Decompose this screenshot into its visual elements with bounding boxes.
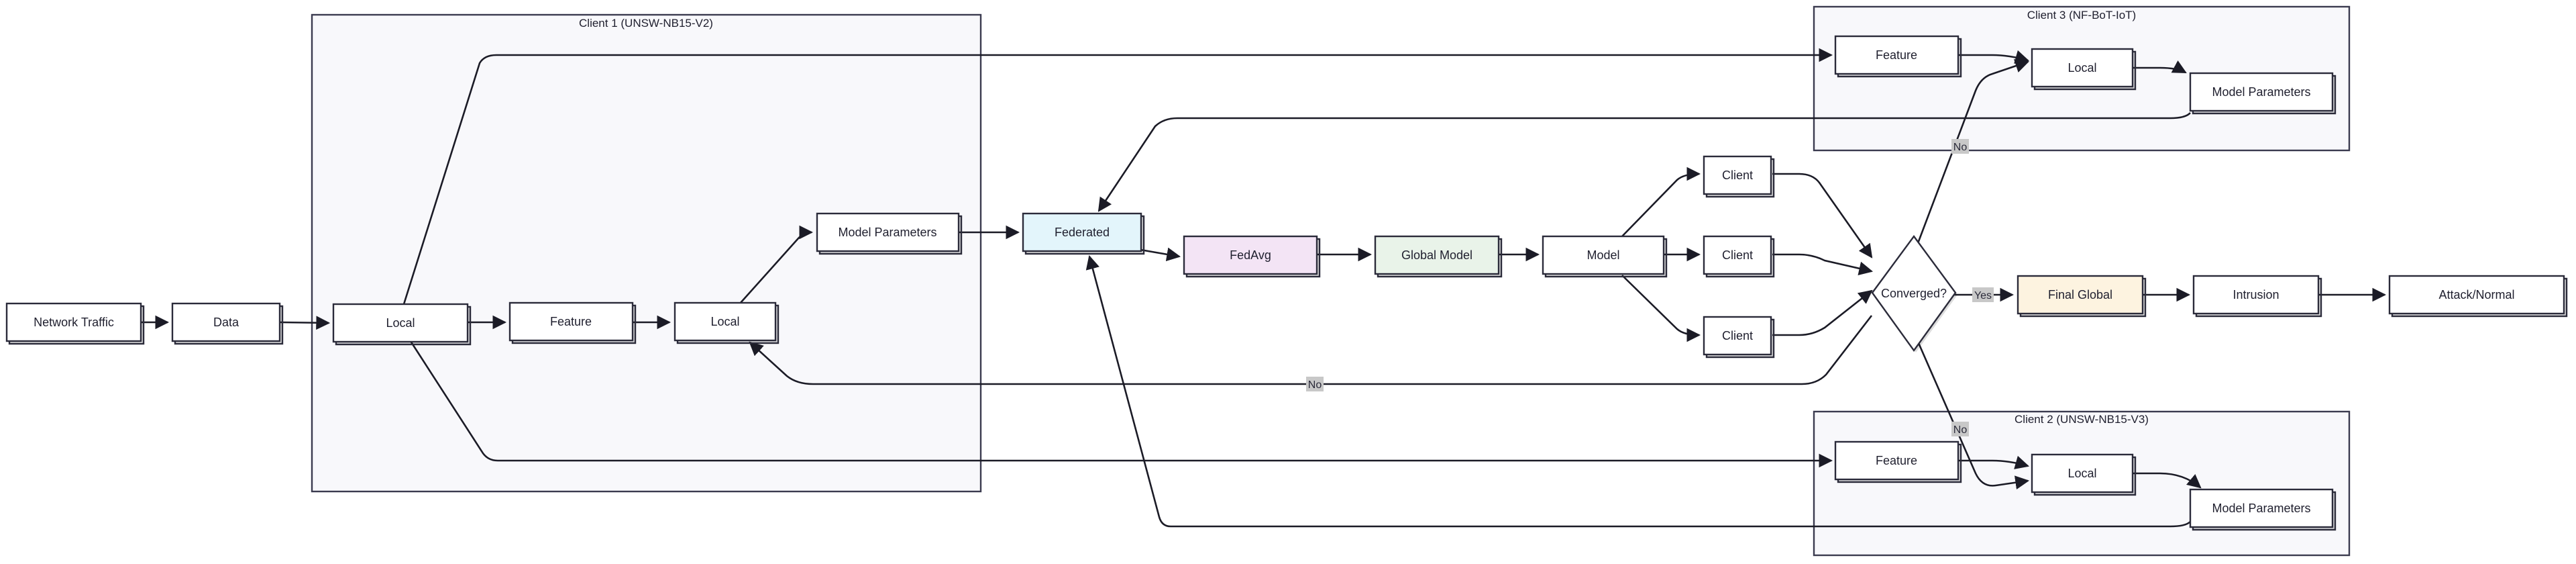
edge-feature-local-c2	[1957, 455, 2030, 469]
node-converged: Converged?	[1871, 234, 1957, 352]
edge-model-clientbot	[1621, 275, 1701, 342]
edge-converged-no-top	[1913, 59, 2029, 254]
node-client-bot: Client	[1703, 316, 1775, 359]
edge-label-yes: Yes	[1972, 287, 1994, 302]
edge-model-clienttop	[1621, 167, 1701, 237]
edge-clientmid-converged	[1772, 253, 1874, 275]
cluster-client2-label: Client 2 (UNSW-NB15-V3)	[2015, 413, 2149, 426]
edge-local-feature-c2	[409, 340, 1833, 468]
edges	[141, 48, 2387, 528]
svg-text:Client: Client	[1722, 329, 1753, 342]
edge-feature-local-c3	[1957, 50, 2030, 64]
edge-params-c2-federated	[1085, 254, 2191, 528]
node-client-top: Client	[1703, 155, 1775, 198]
svg-text:Client: Client	[1722, 169, 1753, 182]
svg-text:Local: Local	[2068, 467, 2096, 480]
node-local-c2: Local	[2031, 453, 2137, 496]
edge-label-no-back: No	[1306, 377, 1324, 391]
node-data: Data	[171, 302, 284, 345]
svg-text:Attack/Normal: Attack/Normal	[2438, 288, 2514, 301]
node-intrusion: Intrusion	[2192, 275, 2322, 318]
node-local-c1: Local	[332, 303, 472, 346]
node-feature-c2: Feature	[1834, 440, 1962, 483]
edge-clientbot-converged	[1772, 289, 1873, 336]
node-final-global: Final Global	[2017, 275, 2147, 318]
svg-text:Feature: Feature	[1876, 48, 1917, 62]
node-local-c3: Local	[2031, 48, 2137, 91]
svg-text:Converged?: Converged?	[1881, 287, 1947, 300]
edge-localtrain-params	[739, 225, 814, 304]
svg-text:Intrusion: Intrusion	[2233, 288, 2279, 301]
svg-text:No: No	[1308, 379, 1322, 391]
edge-federated-fedavg	[1140, 247, 1181, 262]
svg-text:Global Model: Global Model	[1401, 248, 1472, 262]
svg-text:Model Parameters: Model Parameters	[2212, 502, 2310, 515]
node-model-params-c3: Model Parameters	[2189, 72, 2337, 115]
edge-data-local	[280, 316, 331, 330]
svg-text:No: No	[1953, 424, 1968, 436]
svg-text:Client: Client	[1722, 248, 1753, 262]
svg-text:Model Parameters: Model Parameters	[2212, 85, 2310, 99]
svg-text:Model: Model	[1587, 248, 1619, 262]
svg-text:Feature: Feature	[550, 315, 592, 328]
edge-local-feature-c3	[402, 48, 1833, 305]
node-federated: Federated	[1022, 212, 1145, 255]
svg-text:Network Traffic: Network Traffic	[34, 316, 114, 329]
node-model-params-c2: Model Parameters	[2189, 488, 2337, 531]
edge-params-c3-federated	[1097, 112, 2191, 212]
svg-text:FedAvg: FedAvg	[1230, 248, 1271, 262]
node-global-model: Global Model	[1374, 235, 1503, 278]
svg-text:Local: Local	[2068, 61, 2096, 75]
node-model: Model	[1542, 235, 1668, 278]
node-feature-c1: Feature	[508, 301, 637, 344]
node-fedavg: FedAvg	[1183, 235, 1321, 278]
node-local-train-c1: Local	[674, 301, 780, 344]
node-model-params-c1: Model Parameters	[816, 212, 963, 255]
svg-text:Data: Data	[213, 316, 239, 329]
svg-text:Model Parameters: Model Parameters	[838, 226, 936, 239]
svg-text:No: No	[1953, 142, 1968, 153]
svg-text:Final Global: Final Global	[2048, 288, 2112, 301]
node-attack-normal: Attack/Normal	[2388, 275, 2568, 318]
cluster-client1-label: Client 1 (UNSW-NB15-V2)	[579, 17, 713, 30]
node-feature-c3: Feature	[1834, 35, 1962, 78]
svg-text:Local: Local	[386, 316, 415, 330]
svg-text:Yes: Yes	[1974, 290, 1992, 301]
edge-local-params-c2	[2132, 472, 2202, 489]
edge-converged-no-bottom	[1913, 332, 2030, 489]
svg-text:Local: Local	[710, 315, 739, 328]
edge-clienttop-converged	[1772, 173, 1873, 258]
edge-label-no-bottom: No	[1951, 422, 1969, 436]
node-network-traffic: Network Traffic	[5, 302, 145, 345]
edge-local-params-c3	[2132, 60, 2187, 74]
svg-text:Feature: Feature	[1876, 454, 1917, 467]
svg-text:Federated: Federated	[1055, 226, 1110, 239]
edge-label-no-top: No	[1951, 139, 1969, 154]
node-client-mid: Client	[1703, 235, 1775, 278]
cluster-client3-label: Client 3 (NF-BoT-IoT)	[2027, 9, 2136, 21]
